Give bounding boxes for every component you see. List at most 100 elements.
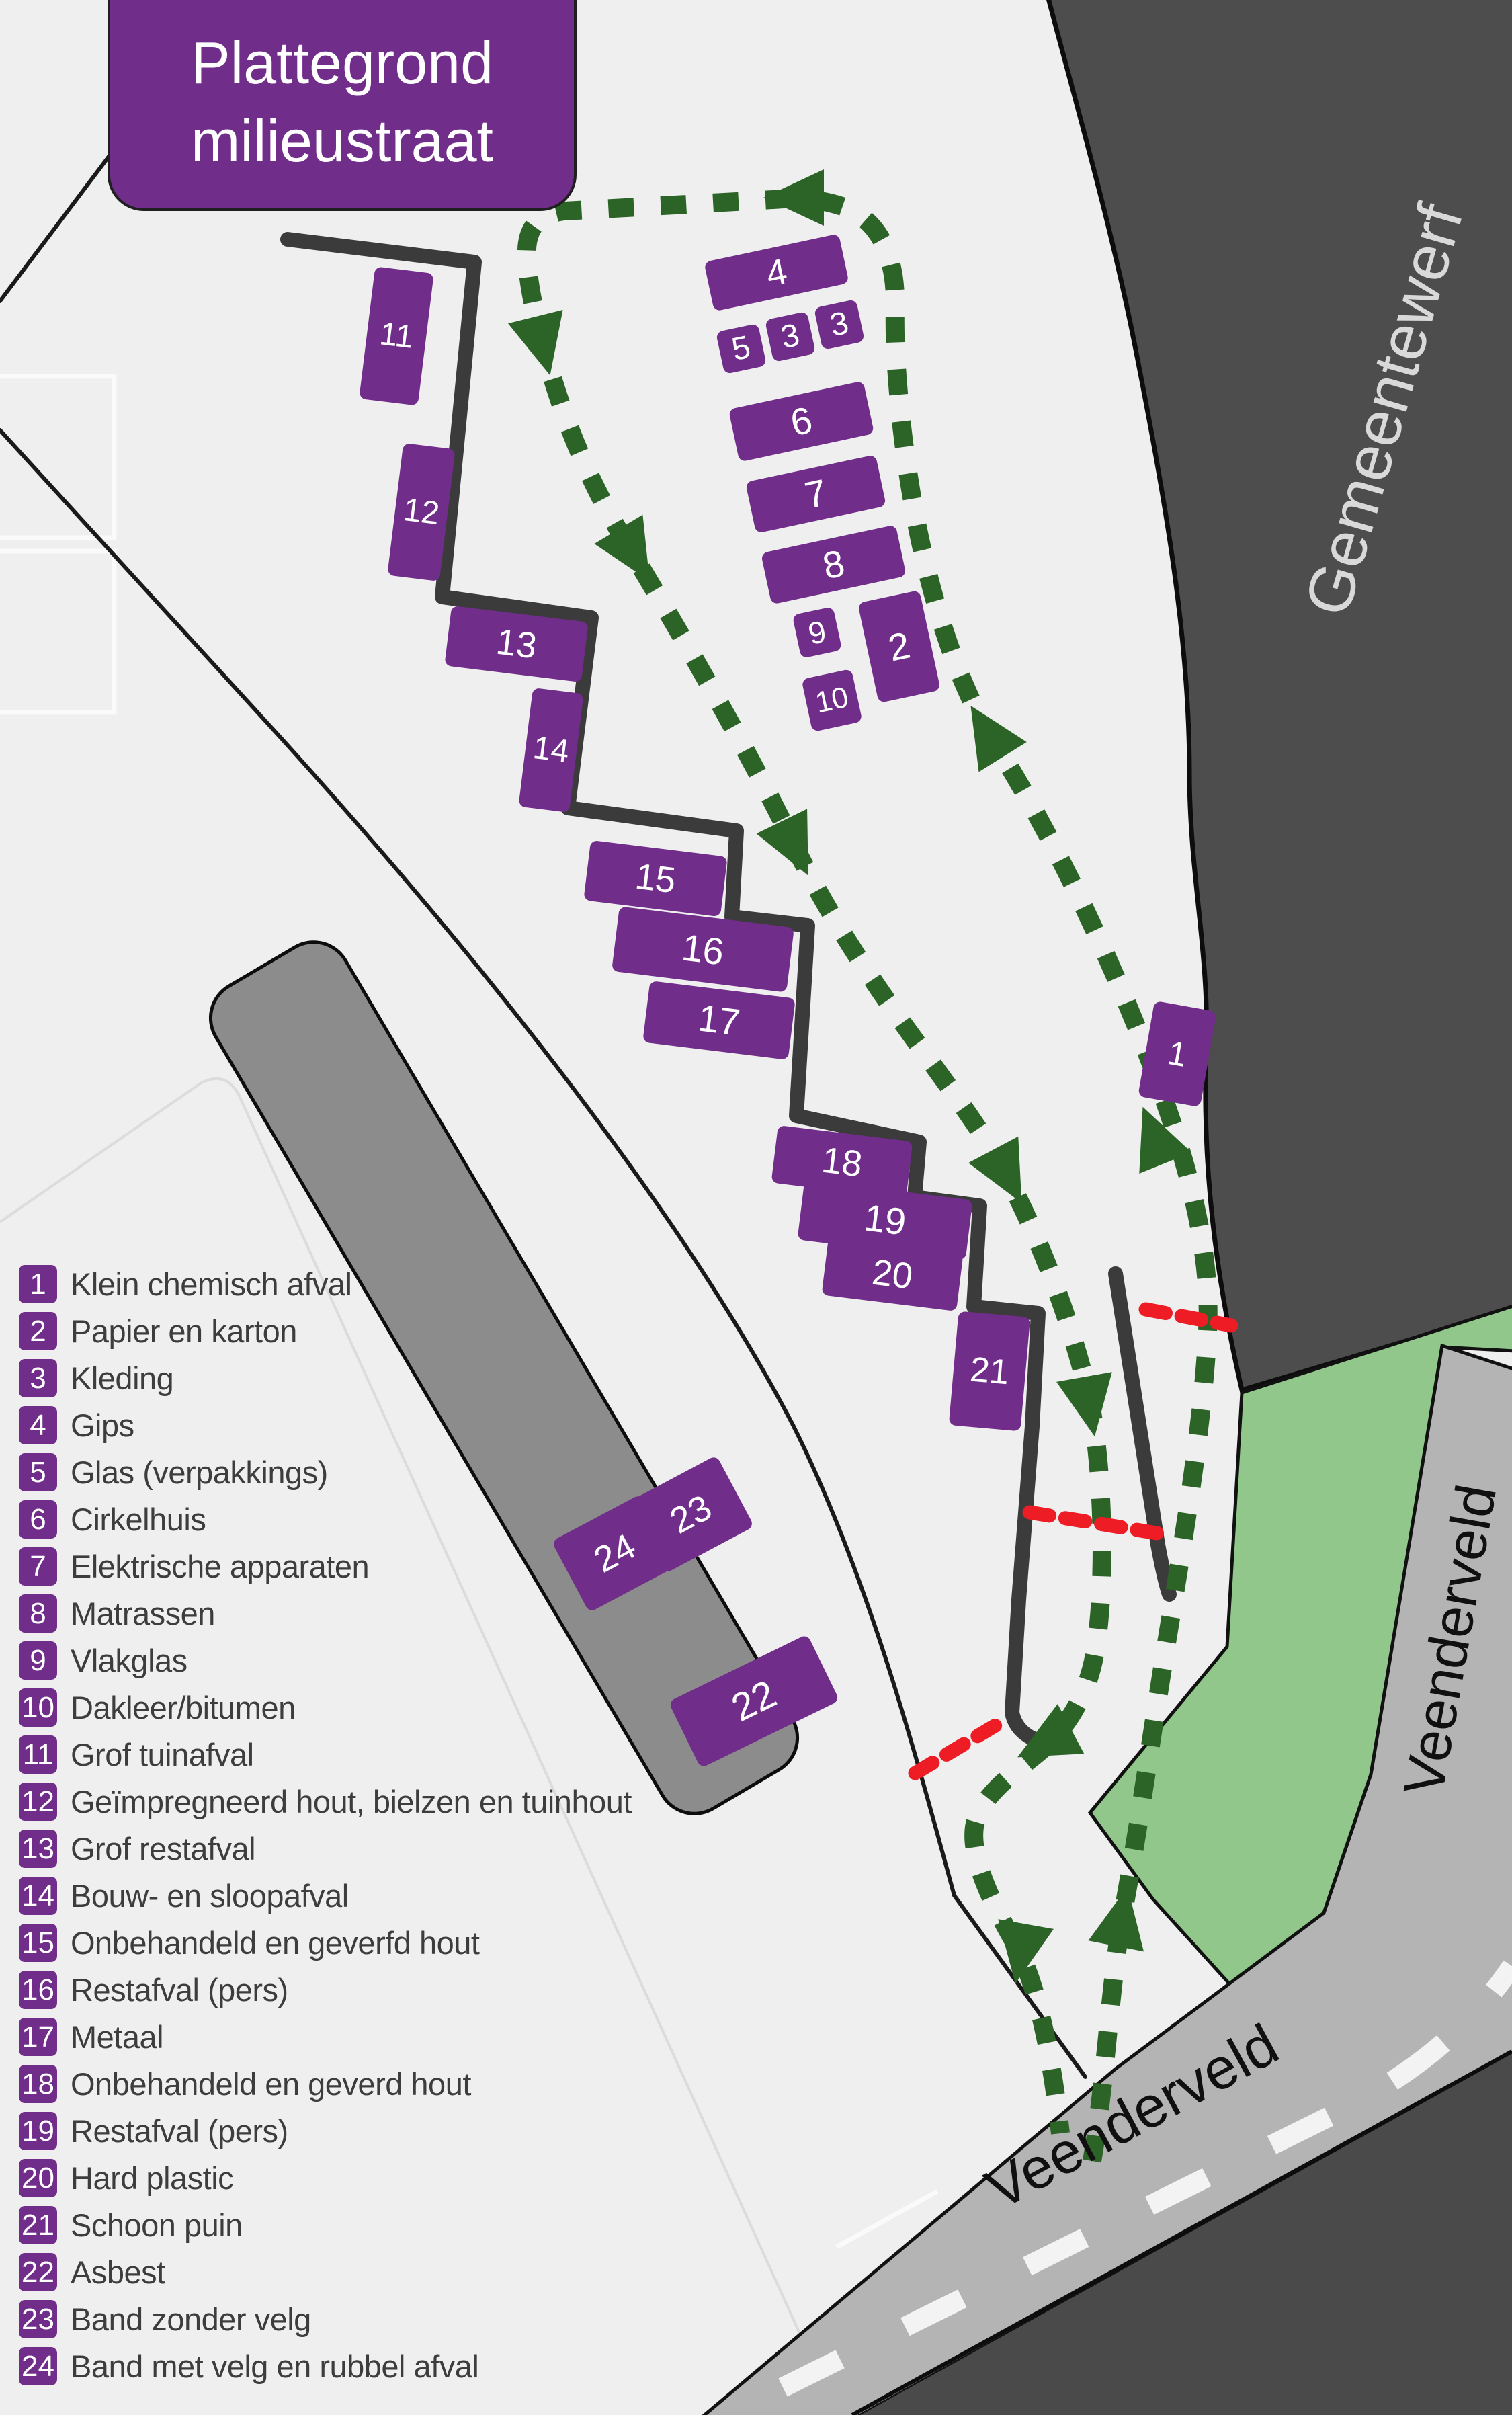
legend-item-5: 5 Glas (verpakkings) bbox=[19, 1453, 632, 1491]
legend-item-4: 4 Gips bbox=[19, 1406, 632, 1444]
legend-number-badge: 1 bbox=[19, 1265, 57, 1303]
legend-number-badge: 19 bbox=[19, 2112, 57, 2150]
station-box-3: 3 bbox=[814, 299, 865, 350]
legend-number-badge: 18 bbox=[19, 2065, 57, 2103]
building bbox=[208, 940, 800, 1815]
route-arrow bbox=[968, 1136, 1022, 1203]
legend-item-label: Kleding bbox=[71, 1360, 174, 1396]
route-arrow bbox=[756, 809, 808, 876]
legend-number-badge: 22 bbox=[19, 2253, 57, 2291]
parking-strip bbox=[0, 374, 117, 540]
legend-item-label: Klein chemisch afval bbox=[71, 1266, 352, 1302]
legend-number-badge: 17 bbox=[19, 2018, 57, 2056]
legend-item-label: Asbest bbox=[71, 2254, 165, 2290]
legend-item-label: Schoon puin bbox=[71, 2207, 243, 2243]
legend-number-badge: 20 bbox=[19, 2159, 57, 2197]
legend-item-2: 2 Papier en karton bbox=[19, 1312, 632, 1350]
route-arrow bbox=[970, 705, 1027, 772]
station-box-10: 10 bbox=[801, 668, 863, 733]
legend-item-label: Grof tuinafval bbox=[71, 1737, 254, 1772]
parking-strip bbox=[0, 548, 117, 715]
legend-item-label: Band zonder velg bbox=[71, 2301, 311, 2337]
legend-item-8: 8 Matrassen bbox=[19, 1594, 632, 1633]
legend-item-label: Restafval (pers) bbox=[71, 1972, 288, 2008]
legend-item-11: 11 Grof tuinafval bbox=[19, 1735, 632, 1774]
legend-item-label: Matrassen bbox=[71, 1596, 215, 1631]
legend-number-badge: 12 bbox=[19, 1783, 57, 1821]
legend-item-12: 12 Geïmpregneerd hout, bielzen en tuinhou… bbox=[19, 1783, 632, 1821]
legend-item-label: Grof restafval bbox=[71, 1831, 256, 1867]
legend-number-badge: 8 bbox=[19, 1594, 57, 1633]
legend-item-18: 18 Onbehandeld en geverd hout bbox=[19, 2065, 632, 2103]
legend-item-20: 20 Hard plastic bbox=[19, 2159, 632, 2197]
legend-item-label: Restafval (pers) bbox=[71, 2113, 288, 2149]
legend-number-badge: 10 bbox=[19, 1688, 57, 1727]
site-boundary-southwest bbox=[0, 428, 1087, 2079]
legend-item-label: Gips bbox=[71, 1407, 134, 1443]
legend-item-22: 22 Asbest bbox=[19, 2253, 632, 2291]
legend-number-badge: 13 bbox=[19, 1830, 57, 1868]
red-stop-line bbox=[1138, 1302, 1238, 1333]
legend-number-badge: 21 bbox=[19, 2206, 57, 2244]
route-arrows bbox=[508, 169, 1192, 1984]
legend-item-label: Bouw- en sloopafval bbox=[71, 1878, 349, 1914]
legend-item-23: 23 Band zonder velg bbox=[19, 2300, 632, 2338]
legend-item-10: 10 Dakleer/bitumen bbox=[19, 1688, 632, 1727]
route-arrow bbox=[1017, 1704, 1085, 1758]
station-box-21: 21 bbox=[948, 1311, 1030, 1432]
station-box-9: 9 bbox=[792, 606, 843, 659]
background-field-outline bbox=[0, 1077, 838, 2415]
road-center-line bbox=[778, 1960, 1512, 2397]
legend-number-badge: 9 bbox=[19, 1641, 57, 1680]
legend-item-label: Glas (verpakkings) bbox=[71, 1455, 328, 1490]
legend-item-label: Onbehandeld en geverd hout bbox=[71, 2066, 471, 2102]
legend-item-label: Hard plastic bbox=[71, 2160, 234, 2196]
legend-item-3: 3 Kleding bbox=[19, 1359, 632, 1397]
wall-divider bbox=[1108, 1266, 1177, 1602]
gemeentewerf-area bbox=[1046, 0, 1512, 1393]
wall-staircase bbox=[280, 232, 1046, 1748]
legend-item-16: 16 Restafval (pers) bbox=[19, 1971, 632, 2009]
legend-item-14: 14 Bouw- en sloopafval bbox=[19, 1877, 632, 1915]
legend-number-badge: 7 bbox=[19, 1547, 57, 1586]
legend-number-badge: 16 bbox=[19, 1971, 57, 2009]
legend-item-1: 1 Klein chemisch afval bbox=[19, 1265, 632, 1303]
legend-number-badge: 3 bbox=[19, 1359, 57, 1397]
legend-item-label: Elektrische apparaten bbox=[71, 1549, 370, 1584]
legend-number-badge: 14 bbox=[19, 1877, 57, 1915]
route-arrow bbox=[508, 309, 563, 376]
legend-item-13: 13 Grof restafval bbox=[19, 1830, 632, 1868]
legend-number-badge: 4 bbox=[19, 1406, 57, 1444]
legend-number-badge: 6 bbox=[19, 1500, 57, 1539]
legend-item-label: Dakleer/bitumen bbox=[71, 1690, 296, 1725]
title-card: Plattegrond milieustraat bbox=[108, 0, 577, 211]
route-arrow bbox=[594, 514, 650, 581]
legend-item-label: Papier en karton bbox=[71, 1313, 297, 1349]
bottom-strip-edge bbox=[851, 2049, 1512, 2415]
legend-number-badge: 23 bbox=[19, 2300, 57, 2338]
red-stop-line bbox=[1022, 1505, 1169, 1541]
route-arrow bbox=[1088, 1886, 1144, 1952]
legend-number-badge: 5 bbox=[19, 1453, 57, 1491]
veenderveld-road bbox=[702, 1343, 1512, 2415]
route-arrow bbox=[998, 1919, 1054, 1984]
legend-item-19: 19 Restafval (pers) bbox=[19, 2112, 632, 2150]
legend-number-badge: 24 bbox=[19, 2347, 57, 2385]
legend-item-21: 21 Schoon puin bbox=[19, 2206, 632, 2244]
legend-item-6: 6 Cirkelhuis bbox=[19, 1500, 632, 1539]
red-stop-line bbox=[908, 1711, 1015, 1780]
station-box-5: 5 bbox=[716, 323, 767, 374]
legend-item-label: Geïmpregneerd hout, bielzen en tuinhout bbox=[71, 1784, 632, 1819]
title-line-1: Plattegrond bbox=[190, 29, 494, 96]
legend-item-label: Cirkelhuis bbox=[71, 1502, 206, 1537]
route-arrow bbox=[1056, 1372, 1112, 1437]
bottom-dark-strip bbox=[860, 2053, 1512, 2415]
legend-number-badge: 15 bbox=[19, 1924, 57, 1962]
legend-number-badge: 11 bbox=[19, 1735, 57, 1774]
legend-number-badge: 2 bbox=[19, 1312, 57, 1350]
